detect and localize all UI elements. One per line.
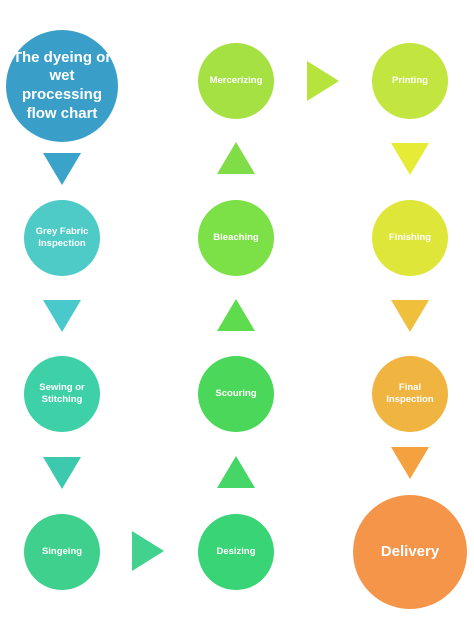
node-final-inspection: Final Inspection — [372, 356, 448, 432]
node-grey-fabric-inspection: Grey Fabric Inspection — [24, 200, 100, 276]
arrow-mercerizing-to-printing — [307, 61, 339, 101]
arrow-final-inspection-to-delivery — [391, 447, 429, 479]
node-singeing: Singeing — [24, 514, 100, 590]
node-desizing: Desizing — [198, 514, 274, 590]
node-delivery: Delivery — [353, 495, 467, 609]
arrow-finishing-to-final-inspection — [391, 300, 429, 332]
arrow-title-to-grey-fabric — [43, 153, 81, 185]
arrow-singeing-to-desizing — [132, 531, 164, 571]
node-finishing: Finishing — [372, 200, 448, 276]
arrow-grey-fabric-to-sewing — [43, 300, 81, 332]
node-sewing-or-stitching: Sewing or Stitching — [24, 356, 100, 432]
arrow-scouring-to-bleaching — [217, 299, 255, 331]
node-scouring: Scouring — [198, 356, 274, 432]
node-title: The dyeing or wet processing flow chart — [6, 30, 118, 142]
arrow-printing-to-finishing — [391, 143, 429, 175]
arrow-bleaching-to-mercerizing — [217, 142, 255, 174]
arrow-desizing-to-scouring — [217, 456, 255, 488]
arrow-sewing-to-singeing — [43, 457, 81, 489]
node-mercerizing: Mercerizing — [198, 43, 274, 119]
node-bleaching: Bleaching — [198, 200, 274, 276]
node-printing: Printing — [372, 43, 448, 119]
